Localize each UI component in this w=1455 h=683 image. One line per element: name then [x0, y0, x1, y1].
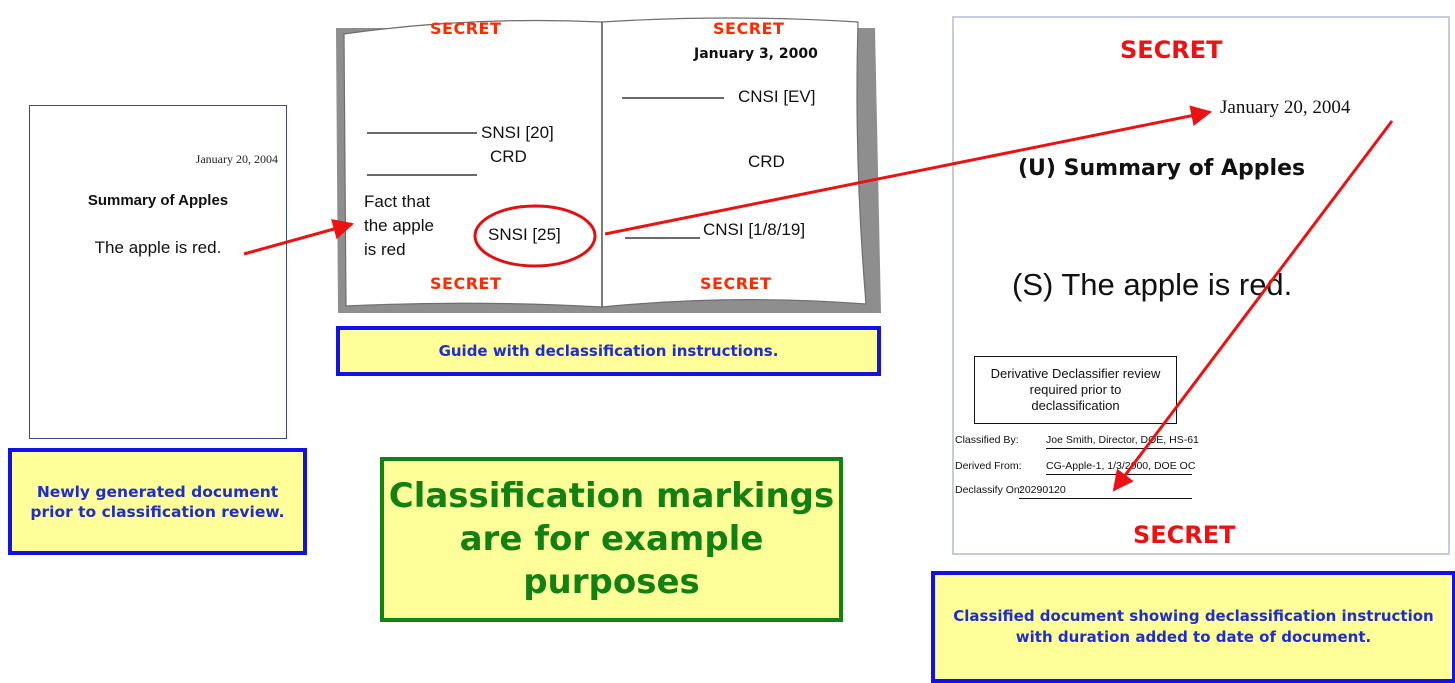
classified-bottom-marking: SECRET	[1133, 521, 1236, 549]
classified-by-label: Classified By:	[955, 434, 1019, 446]
classified-top-marking: SECRET	[1120, 36, 1223, 64]
book-left-entry-2: CRD	[490, 147, 527, 166]
classified-document-date: January 20, 2004	[1220, 97, 1351, 118]
book-right-date: January 3, 2000	[694, 46, 818, 62]
book-left-page	[343, 19, 603, 308]
classified-document-title: (U) Summary of Apples	[1018, 156, 1306, 181]
declassify-on-value: 20290120	[1019, 484, 1192, 499]
book-right-entry-2: CRD	[748, 152, 785, 171]
book-left-fact-line-3: is red	[364, 240, 406, 259]
derived-from-line: Derived From: CG-Apple-1, 1/3/2000, DOE …	[955, 460, 1245, 476]
derived-from-value: CG-Apple-1, 1/3/2000, DOE OC	[1046, 460, 1195, 475]
classified-by-line: Classified By: Joe Smith, Director, DOE,…	[955, 434, 1245, 450]
classified-by-value: Joe Smith, Director, DOE, HS-61	[1046, 434, 1199, 449]
unreviewed-document-date: January 20, 2004	[195, 152, 278, 166]
book-right-bottom-marking: SECRET	[700, 274, 772, 293]
declassify-on-label: Declassify On:	[955, 484, 1023, 496]
book-left-fact-line-1: Fact that	[364, 192, 431, 211]
book-right-entry-1: CNSI [EV]	[738, 87, 816, 106]
unreviewed-document-body: The apple is red.	[94, 238, 222, 257]
derived-from-label: Derived From:	[955, 460, 1022, 472]
unreviewed-document-title: Summary of Apples	[87, 192, 229, 209]
book-left-bottom-marking: SECRET	[430, 274, 502, 293]
book-right-top-marking: SECRET	[713, 19, 785, 38]
declassify-on-line: Declassify On: 20290120	[955, 484, 1245, 500]
book-left-top-marking: SECRET	[430, 19, 502, 38]
unreviewed-document: January 20, 2004 Summary of Apples The a…	[29, 105, 287, 439]
example-purposes-note: Classification markings are for example …	[380, 457, 843, 622]
book-left-fact: Fact that the apple is red	[364, 190, 434, 262]
classified-document-caption: Classified document showing declassifica…	[931, 571, 1455, 683]
book-left-fact-line-2: the apple	[364, 216, 434, 235]
book-right-entry-3: CNSI [1/8/19]	[703, 220, 806, 239]
unreviewed-document-caption: Newly generated document prior to classi…	[8, 448, 307, 555]
declassifier-review-text: Derivative Declassifier review required …	[990, 366, 1161, 413]
guide-caption: Guide with declassification instructions…	[336, 326, 881, 376]
declassifier-review-box: Derivative Declassifier review required …	[974, 356, 1177, 424]
classified-document-body: (S) The apple is red.	[1012, 267, 1293, 302]
book-left-entry-1: SNSI [20]	[481, 123, 554, 142]
book-left-fact-marking: SNSI [25]	[488, 225, 561, 244]
